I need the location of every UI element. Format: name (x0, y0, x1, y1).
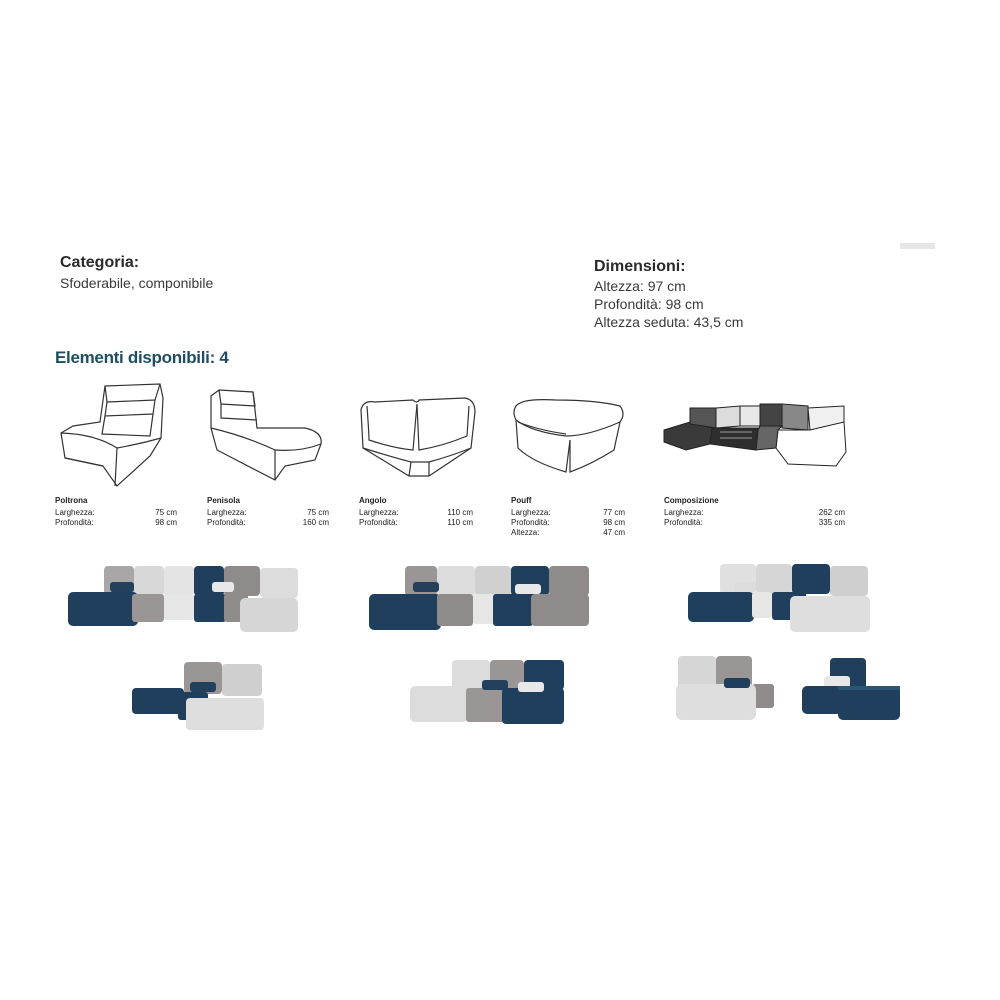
poltrona-name: Poltrona (55, 496, 88, 505)
composizione-width-label: Larghezza: (664, 508, 704, 517)
composizione-drawing-icon (660, 378, 850, 473)
penisola-depth-label: Profondità: (207, 518, 246, 527)
pouff-width-label: Larghezza: (511, 508, 551, 517)
sofa-photo-6 (676, 656, 774, 720)
poltrona-width-value: 75 cm (155, 508, 177, 517)
dimensioni-label: Dimensioni: (594, 258, 686, 275)
sofa-photo-5 (410, 660, 564, 724)
angolo-drawing-icon (355, 378, 480, 488)
sofa-photo-2 (369, 566, 589, 630)
pouff-depth-label: Profondità: (511, 518, 550, 527)
angolo-depth-value: 110 cm (447, 518, 473, 527)
penisola-name: Penisola (207, 496, 240, 505)
penisola-width-label: Larghezza: (207, 508, 247, 517)
angolo-width-value: 110 cm (447, 508, 473, 517)
poltrona-depth-value: 98 cm (155, 518, 177, 527)
sofa-photo-1 (68, 566, 298, 632)
pouff-depth-value: 98 cm (603, 518, 625, 527)
penisola-depth-value: 160 cm (302, 518, 329, 527)
sofa-photo-7 (802, 658, 900, 720)
composizione-name: Composizione (664, 496, 719, 505)
sofa-photo-4 (132, 662, 264, 730)
dimensioni-profondita: Profondità: 98 cm (594, 296, 704, 312)
poltrona-depth-label: Profondità: (55, 518, 94, 527)
penisola-drawing-icon (205, 378, 325, 488)
angolo-name: Angolo (359, 496, 387, 505)
pouff-spec: Pouff Larghezza: 77 cm Profondità: 98 cm A… (511, 496, 625, 538)
angolo-width-label: Larghezza: (359, 508, 399, 517)
penisola-spec: Penisola Larghezza: 75 cm Profondità: 160 … (207, 496, 329, 528)
composizione-depth-label: Profondità: (664, 518, 703, 527)
elementi-title: Elementi disponibili: 4 (55, 348, 229, 367)
angolo-depth-label: Profondità: (359, 518, 398, 527)
sofa-photo-3 (688, 564, 870, 632)
angolo-spec: Angolo Larghezza: 110 cm Profondità: 110 c… (359, 496, 473, 528)
composizione-spec: Composizione Larghezza: 262 cm Profondità… (664, 496, 845, 528)
poltrona-drawing-icon (55, 378, 170, 488)
categoria-label: Categoria: (60, 254, 140, 271)
categoria-value: Sfoderabile, componibile (60, 275, 214, 291)
corner-mark (900, 243, 935, 249)
pouff-name: Pouff (511, 496, 532, 505)
pouff-height-value: 47 cm (603, 528, 625, 537)
dimensioni-altezza: Altezza: 97 cm (594, 278, 686, 294)
dimensioni-altezza-seduta: Altezza seduta: 43,5 cm (594, 314, 744, 330)
pouff-height-label: Altezza: (511, 528, 540, 537)
pouff-drawing-icon (508, 378, 628, 488)
poltrona-spec: Poltrona Larghezza: 75 cm Profondità: 98 c… (55, 496, 177, 528)
poltrona-width-label: Larghezza: (55, 508, 95, 517)
composizione-depth-value: 335 cm (818, 518, 845, 527)
composizione-width-value: 262 cm (818, 508, 845, 517)
pouff-width-value: 77 cm (603, 508, 625, 517)
penisola-width-value: 75 cm (307, 508, 329, 517)
